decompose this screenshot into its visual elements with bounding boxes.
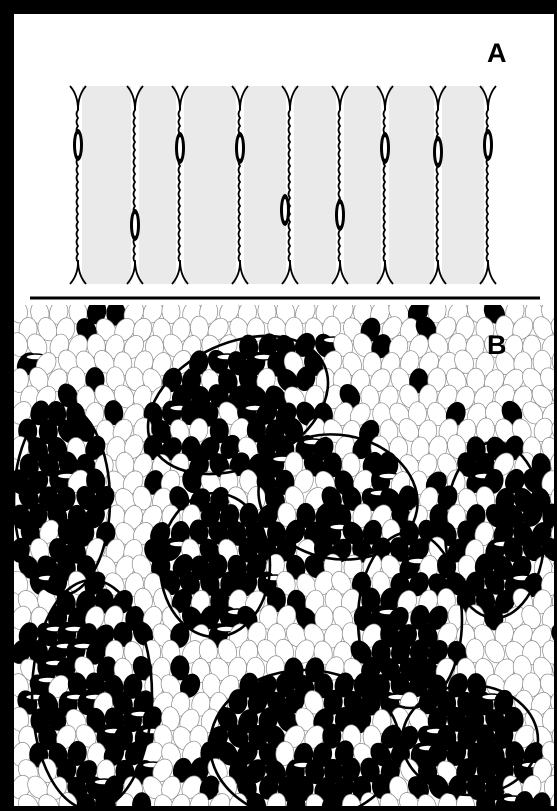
cell-field [6,296,557,811]
panel-a-label: A [487,40,507,67]
panel-b-label: B [487,332,507,359]
